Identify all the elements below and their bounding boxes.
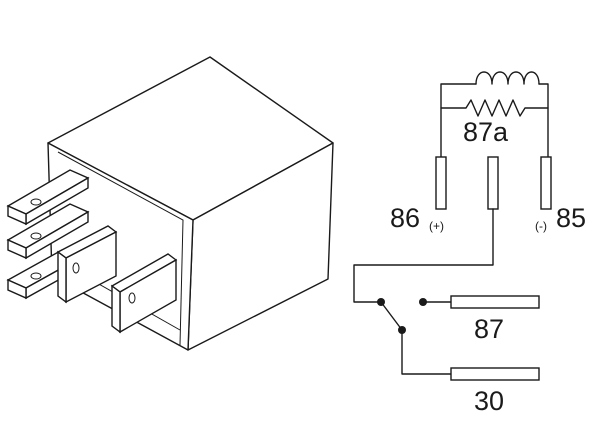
label-85-polarity: (-) <box>535 219 547 233</box>
label-30: 30 <box>474 386 504 416</box>
terminal-blade-vertical-right <box>110 253 178 334</box>
relay-schematic: 87a 86 (+) 85 (-) 87 30 <box>353 71 586 416</box>
coil-symbol <box>475 71 540 85</box>
label-86-polarity: (+) <box>429 219 444 233</box>
pin-87 <box>450 295 540 309</box>
terminal-blade-upper <box>6 169 90 226</box>
label-85: 85 <box>556 203 586 233</box>
label-87: 87 <box>474 314 504 344</box>
pin-85 <box>540 156 552 210</box>
switch-arm <box>380 301 403 331</box>
wire-30 <box>401 329 452 375</box>
terminal-blade-vertical-front <box>56 225 118 304</box>
label-86: 86 <box>390 203 420 233</box>
relay-illustration <box>6 56 334 351</box>
relay-base-rim <box>57 151 184 346</box>
terminal-blade-middle <box>6 203 90 260</box>
pin-86 <box>435 156 447 210</box>
pin-87a <box>487 156 499 210</box>
wire-87a <box>353 208 494 303</box>
resistor-symbol <box>440 99 549 117</box>
coil-frame <box>440 83 549 158</box>
pin-30 <box>450 367 540 381</box>
label-87a: 87a <box>463 117 509 147</box>
